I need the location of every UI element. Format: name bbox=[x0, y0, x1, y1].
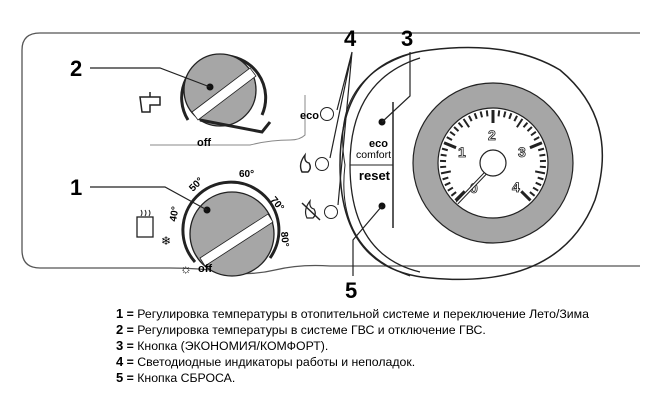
tap-icon bbox=[139, 92, 161, 113]
gauge-label-3: 3 bbox=[518, 144, 526, 160]
gauge-tick bbox=[533, 136, 540, 141]
pressure-gauge: 0 1 2 3 4 bbox=[412, 82, 574, 244]
callout-4: 4 bbox=[344, 26, 357, 51]
gauge-tick bbox=[440, 153, 447, 157]
gauge-tick bbox=[497, 110, 501, 117]
callout-5: 5 bbox=[345, 278, 357, 300]
gauge-housing bbox=[339, 46, 604, 281]
gauge-tick bbox=[529, 191, 536, 197]
gauge-tick bbox=[447, 186, 454, 192]
flame-led bbox=[315, 157, 329, 171]
gauge-tick bbox=[473, 112, 478, 120]
eco-led bbox=[320, 107, 334, 121]
gauge-tick bbox=[529, 141, 543, 150]
control-panel-diagram: eco comfort reset 0 1 2 3 4 eco off bbox=[21, 26, 640, 300]
radiator-icon bbox=[136, 209, 154, 238]
flame-icon bbox=[299, 152, 311, 173]
callout-3: 3 bbox=[401, 26, 413, 51]
eco-button-label[interactable]: eco bbox=[369, 138, 388, 150]
gauge-tick bbox=[441, 147, 449, 152]
gauge-tick bbox=[450, 191, 457, 197]
heating-scale-80: 80° bbox=[278, 231, 290, 247]
reset-button-label[interactable]: reset bbox=[359, 168, 391, 183]
legend-item: 5 = Кнопка СБРОСА. bbox=[116, 370, 236, 385]
legend-item: 4 = Светодиодные индикаторы работы и неп… bbox=[116, 354, 416, 369]
gauge-tick bbox=[508, 112, 513, 120]
gauge-label-2: 2 bbox=[488, 127, 496, 143]
gauge-tick bbox=[457, 122, 464, 128]
panel-divider bbox=[150, 95, 306, 146]
gauge-tick bbox=[443, 141, 457, 150]
gauge-tick bbox=[520, 190, 532, 202]
gauge-tick bbox=[513, 115, 518, 122]
legend: 1 = Регулировка температуры в отопительн… bbox=[116, 306, 589, 386]
gauge-tick bbox=[449, 131, 456, 137]
callout-2: 2 bbox=[70, 56, 82, 81]
gauge-tick bbox=[454, 190, 466, 202]
gauge-tick bbox=[516, 118, 524, 128]
gauge-tick bbox=[440, 170, 452, 175]
gauge-tick bbox=[485, 110, 489, 117]
heating-scale-40: 40° bbox=[168, 206, 181, 223]
gauge-tick bbox=[502, 111, 507, 118]
legend-item: 2 = Регулировка температуры в системе ГВ… bbox=[116, 322, 486, 337]
gauge-tick bbox=[462, 118, 470, 128]
gauge-tick bbox=[468, 115, 473, 122]
panel-outline bbox=[21, 32, 640, 275]
fault-flame-icon bbox=[301, 198, 321, 221]
gauge-label-0: 0 bbox=[470, 180, 478, 196]
callout-1: 1 bbox=[70, 175, 82, 200]
hot-water-knob[interactable] bbox=[180, 53, 272, 134]
fault-led bbox=[324, 205, 338, 219]
heating-off-label: off bbox=[198, 263, 212, 275]
gauge-tick bbox=[539, 153, 546, 157]
eco-led-label: eco bbox=[300, 110, 319, 122]
gauge-label-4: 4 bbox=[512, 179, 520, 195]
legend-item: 3 = Кнопка (ЭКОНОМИЯ/КОМФОРТ). bbox=[116, 338, 329, 353]
gauge-tick bbox=[444, 181, 451, 187]
gauge-label-1: 1 bbox=[458, 144, 466, 160]
sun-icon: ☼ bbox=[180, 261, 192, 276]
gauge-tick bbox=[537, 176, 544, 181]
gauge-tick bbox=[526, 126, 533, 132]
hot-water-off-label: off bbox=[197, 137, 211, 149]
gauge-tick bbox=[442, 176, 449, 181]
gauge-tick bbox=[530, 131, 537, 137]
heating-knob[interactable] bbox=[181, 180, 281, 277]
heating-scale-70: 70° bbox=[268, 195, 286, 214]
gauge-tick bbox=[522, 122, 529, 128]
gauge-tick bbox=[446, 136, 453, 141]
gauge-tick bbox=[535, 181, 542, 187]
gauge-tick bbox=[479, 111, 484, 118]
gauge-tick bbox=[537, 147, 545, 152]
heating-scale-60: 60° bbox=[239, 169, 254, 180]
gauge-tick bbox=[453, 126, 460, 132]
gauge-tick bbox=[534, 170, 546, 175]
snowflake-icon: ❄ bbox=[161, 234, 171, 248]
comfort-button-label[interactable]: comfort bbox=[356, 149, 391, 161]
legend-item: 1 = Регулировка температуры в отопительн… bbox=[116, 306, 589, 321]
gauge-tick bbox=[532, 186, 539, 192]
